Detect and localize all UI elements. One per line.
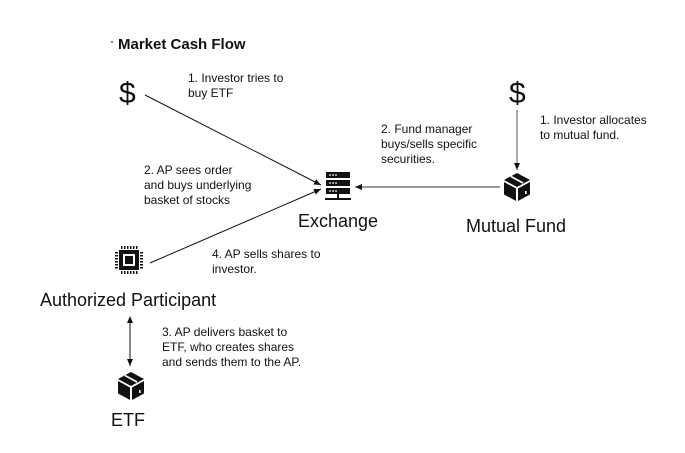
- note-line: and sends them to the AP.: [162, 355, 302, 369]
- note-line: 2. Fund manager: [381, 122, 473, 136]
- edge-investor-to-exchange: [144, 94, 322, 186]
- diagram-title: Market Cash Flow: [118, 36, 246, 53]
- server-icon: [325, 172, 351, 200]
- mutual-fund-label: Mutual Fund: [466, 216, 567, 236]
- note-mf-step-2: 2. Fund manager buys/sells specific secu…: [381, 122, 477, 167]
- exchange-label: Exchange: [298, 211, 379, 231]
- note-line: buys/sells specific: [381, 137, 478, 151]
- note-line: 1. Investor allocates: [540, 113, 647, 127]
- box-icon: [118, 372, 144, 400]
- note-line: buy ETF: [188, 86, 234, 100]
- note-line: 1. Investor tries to: [188, 71, 284, 85]
- note-line: investor.: [212, 262, 257, 276]
- note-mf-step-1: 1. Investor allocates to mutual fund.: [540, 113, 647, 143]
- dollar-icon: $: [119, 77, 136, 110]
- note-etf-step-2: 2. AP sees order and buys underlying bas…: [144, 163, 251, 208]
- edge-ap-to-exchange: [149, 188, 322, 264]
- note-line: basket of stocks: [144, 193, 231, 207]
- note-line: 3. AP delivers basket to: [162, 325, 288, 339]
- note-line: 4. AP sells shares to: [212, 247, 321, 261]
- note-line: ETF, who creates shares: [162, 340, 295, 354]
- title-marker: [111, 41, 113, 43]
- note-etf-step-1: 1. Investor tries to buy ETF: [188, 71, 283, 101]
- note-etf-step-4: 4. AP sells shares to investor.: [212, 247, 321, 277]
- etf-label: ETF: [111, 410, 145, 430]
- note-line: and buys underlying: [144, 178, 252, 192]
- dollar-icon: $: [509, 77, 526, 110]
- box-icon: [504, 173, 530, 201]
- authorized-participant-label: Authorized Participant: [40, 290, 217, 310]
- chip-icon: [115, 246, 143, 274]
- note-line: to mutual fund.: [540, 128, 620, 142]
- note-etf-step-3: 3. AP delivers basket to ETF, who create…: [162, 325, 301, 370]
- note-line: 2. AP sees order: [144, 163, 233, 177]
- note-line: securities.: [381, 152, 436, 166]
